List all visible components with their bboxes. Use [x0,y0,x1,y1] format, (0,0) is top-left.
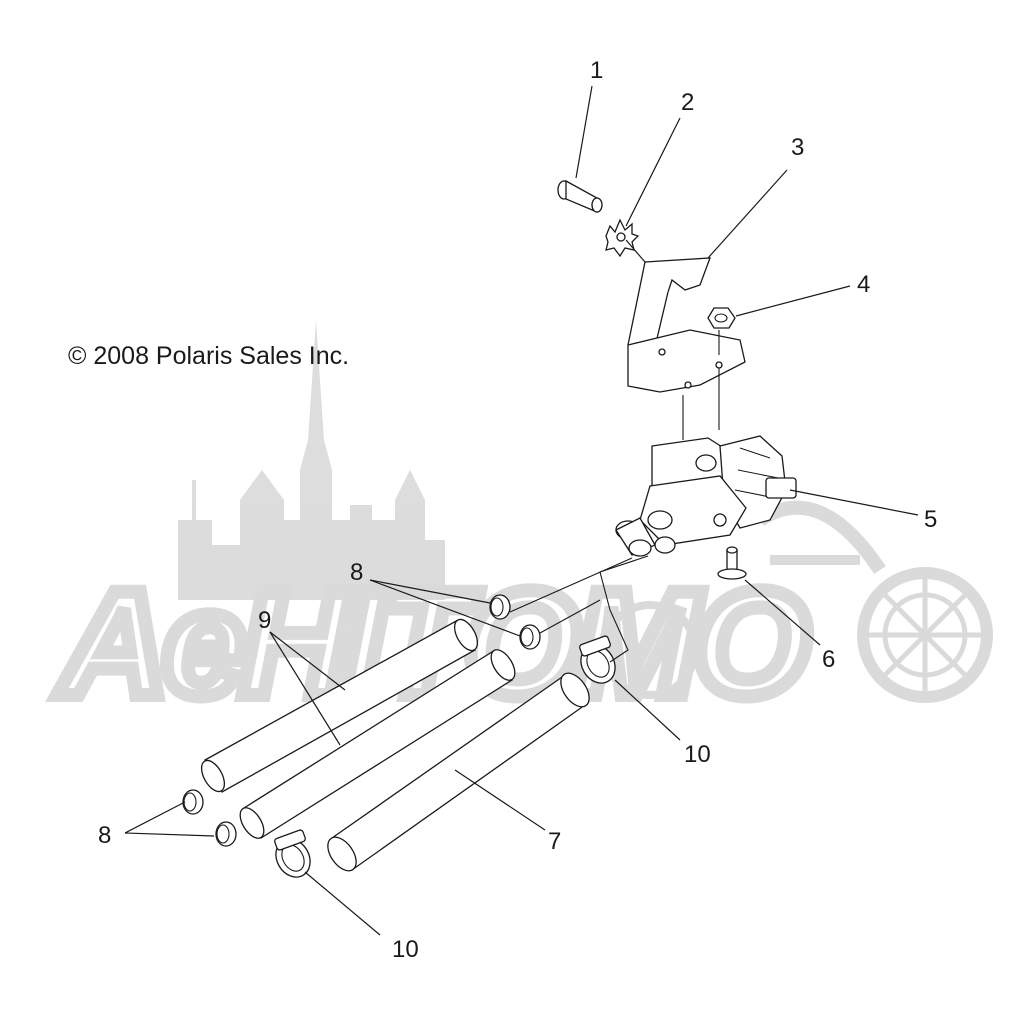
callout-7: 7 [548,828,561,855]
callout-8-upper: 8 [350,559,363,586]
leader-lines [124,85,919,936]
part-4-nut [707,307,736,329]
callouts: 1 2 3 4 5 6 7 8 8 9 10 10 [98,57,937,963]
part-3-bracket [627,257,746,393]
part-9-hose-lower [239,649,516,839]
part-8-clamp-lower-2 [215,821,237,847]
watermark-castle [178,320,445,600]
callout-5: 5 [924,506,937,533]
callout-10-upper: 10 [684,741,711,768]
part-2-washer [605,218,640,258]
callout-10-lower: 10 [392,936,419,963]
part-10-hose-clamp-lower [274,829,311,878]
callout-8-lower: 8 [98,822,111,849]
part-8-clamp-upper-2 [519,624,541,650]
callout-6: 6 [822,646,835,673]
copyright-text: © 2008 Polaris Sales Inc. [68,342,349,370]
callout-1: 1 [590,57,603,84]
part-1-pin [557,179,603,213]
part-6-screw [717,546,747,580]
assembly-lines [509,330,720,663]
part-8-clamp-upper-1 [489,594,511,620]
callout-4: 4 [857,271,870,298]
part-10-hose-clamp-upper [579,635,616,684]
callout-9: 9 [258,607,271,634]
watermark-wheel [601,500,993,703]
watermark: AeHIТOMO [49,320,993,734]
callout-3: 3 [791,134,804,161]
part-9-hose-upper [200,618,479,793]
callout-2: 2 [681,89,694,116]
part-8-clamp-lower-1 [182,789,204,815]
part-5-valve-assembly [615,435,797,557]
